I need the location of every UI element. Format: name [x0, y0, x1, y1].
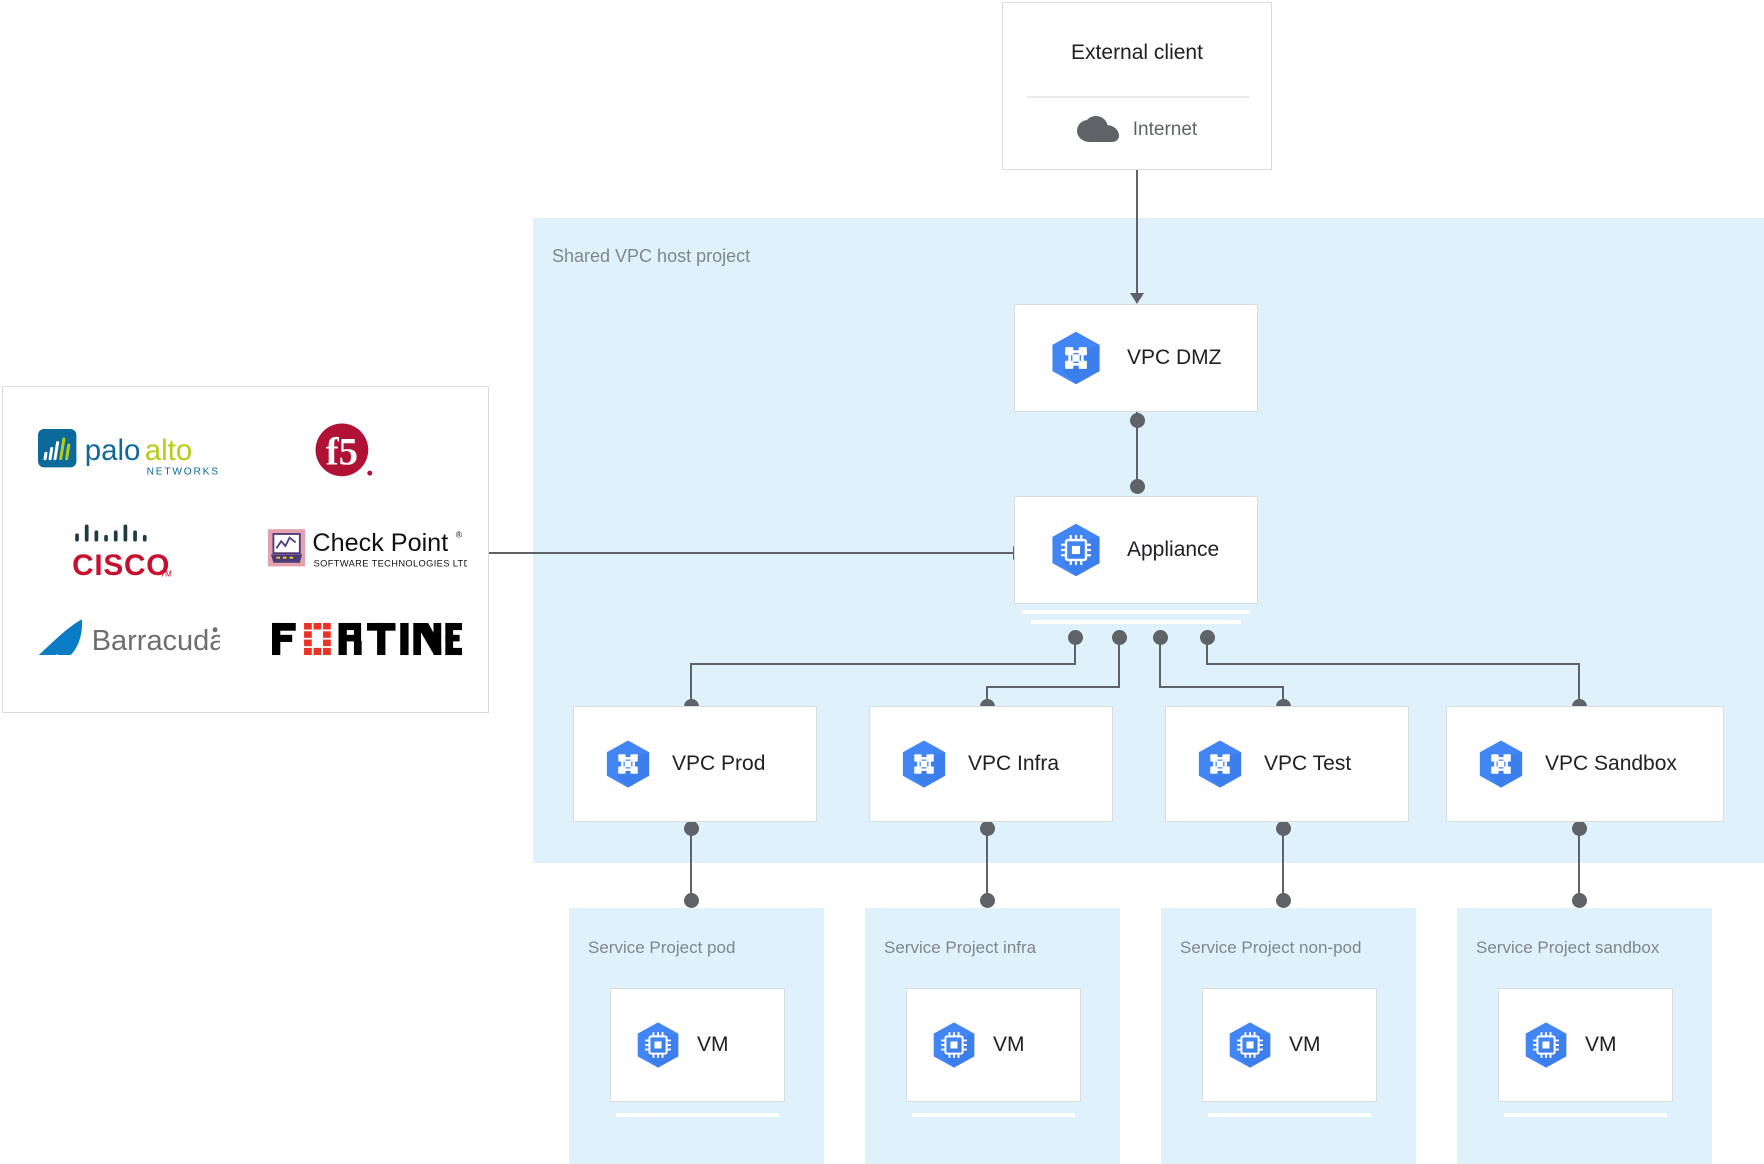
connector-dot-svc-pod-top [684, 893, 699, 908]
node-vpc-sandbox-label: VPC Sandbox [1545, 752, 1677, 775]
connector-dot-dmz-bottom [1130, 413, 1145, 428]
checkpoint-logo-svg: Check Point ® SOFTWARE TECHNOLOGIES LTD. [268, 529, 467, 568]
connector-internet-to-dmz [1136, 170, 1138, 294]
connector-branch3-to-test [1282, 686, 1284, 706]
connector-branch2-to-infra [986, 686, 988, 706]
vm-instance-icon [929, 1020, 979, 1070]
vm-sandbox-stack-line [1504, 1113, 1667, 1117]
svg-text:Check Point: Check Point [312, 529, 448, 557]
appliance-vendor-panel: palo alto NETWORKS f5 [2, 386, 489, 713]
service-project-title-pod: Service Project pod [588, 938, 736, 957]
vpc-network-icon [1194, 738, 1246, 790]
arrow-internet-to-dmz [1130, 293, 1144, 304]
connector-branch3-run [1159, 686, 1283, 688]
service-project-title-infra: Service Project infra [884, 938, 1037, 957]
vm-nonpod-stack-line [1208, 1113, 1371, 1117]
appliance-stack-line-2 [1031, 620, 1241, 624]
node-appliance[interactable]: Appliance [1014, 496, 1258, 604]
cloud-icon [1076, 116, 1119, 143]
vendor-logo-cisco: CISCO TM [15, 509, 240, 589]
node-vpc-prod-label: VPC Prod [672, 752, 766, 775]
vpc-network-icon [1047, 329, 1105, 387]
node-vpc-infra[interactable]: VPC Infra [869, 706, 1113, 822]
vm-instance-icon [1521, 1020, 1571, 1070]
node-vm-pod-label: VM [697, 1033, 729, 1056]
node-vpc-infra-label: VPC Infra [968, 752, 1060, 775]
appliance-chip-icon [1047, 521, 1105, 579]
node-vm-infra[interactable]: VM [906, 988, 1081, 1102]
connector-branch4-to-sandbox [1578, 663, 1580, 706]
node-vpc-prod[interactable]: VPC Prod [573, 706, 817, 822]
node-vpc-test-label: VPC Test [1264, 752, 1352, 775]
vm-instance-icon [633, 1020, 683, 1070]
connector-dot-svc-nonpod-top [1276, 893, 1291, 908]
svg-text:CISCO: CISCO [72, 549, 170, 581]
node-vm-pod[interactable]: VM [610, 988, 785, 1102]
svg-text:TM: TM [160, 570, 172, 579]
svg-text:f5: f5 [326, 431, 358, 474]
connector-vendors-to-appliance [489, 552, 1014, 554]
vendor-logo-barracuda: Barracuda [15, 599, 240, 679]
vm-instance-icon [1225, 1020, 1275, 1070]
shared-vpc-host-project-label: Shared VPC host project [552, 246, 751, 266]
f5-logo-svg: f5 [315, 423, 373, 477]
connector-branch2-run [986, 686, 1120, 688]
connector-branch3-drop [1159, 637, 1161, 687]
node-vpc-sandbox[interactable]: VPC Sandbox [1446, 706, 1724, 822]
vpc-network-icon [602, 738, 654, 790]
connector-dmz-to-appliance [1136, 412, 1138, 490]
node-vpc-dmz-label: VPC DMZ [1127, 346, 1222, 369]
node-vm-nonpod[interactable]: VM [1202, 988, 1377, 1102]
external-client-title: External client [1071, 41, 1203, 64]
barracuda-logo-svg: Barracuda [38, 619, 220, 657]
connector-branch4-drop [1206, 637, 1208, 664]
svg-text:palo: palo [84, 434, 140, 467]
external-client-internet-label: Internet [1132, 118, 1198, 140]
connector-branch2-drop [1118, 637, 1120, 687]
external-client-card: External client Internet [1002, 2, 1272, 170]
connector-dot-svc-sandbox-top [1572, 893, 1587, 908]
connector-infra-to-svc [986, 828, 988, 894]
connector-branch4-run [1206, 663, 1580, 665]
vendor-logo-f5: f5 [265, 413, 425, 493]
svg-text:Barracuda: Barracuda [92, 625, 220, 657]
appliance-stack-line-1 [1022, 610, 1250, 614]
node-vm-infra-label: VM [993, 1033, 1025, 1056]
connector-dot-svc-infra-top [980, 893, 995, 908]
connector-branch1-to-prod [690, 663, 692, 706]
connector-test-to-svc [1282, 828, 1284, 894]
service-project-title-sandbox: Service Project sandbox [1476, 938, 1660, 957]
node-vm-sandbox-label: VM [1585, 1033, 1617, 1056]
node-appliance-label: Appliance [1127, 538, 1220, 561]
svg-text:alto: alto [144, 434, 191, 467]
vendor-logo-paloalto: palo alto NETWORKS [15, 413, 240, 493]
node-vm-nonpod-label: VM [1289, 1033, 1321, 1056]
vpc-network-icon [898, 738, 950, 790]
connector-branch1-drop [1074, 637, 1076, 664]
vendor-logo-fortinet [253, 599, 481, 679]
cisco-logo-svg: CISCO TM [72, 524, 172, 581]
external-client-internet-row: Internet [1003, 116, 1271, 143]
connector-sandbox-to-svc [1578, 828, 1580, 894]
paloalto-logo-svg: palo alto NETWORKS [37, 429, 218, 478]
node-vpc-test[interactable]: VPC Test [1165, 706, 1409, 822]
vm-pod-stack-line [616, 1113, 779, 1117]
svg-text:SOFTWARE TECHNOLOGIES LTD.: SOFTWARE TECHNOLOGIES LTD. [314, 558, 467, 568]
connector-prod-to-svc [690, 828, 692, 894]
svg-text:®: ® [456, 530, 463, 540]
svg-text:NETWORKS: NETWORKS [146, 467, 217, 478]
fortinet-logo-svg [272, 622, 462, 656]
vm-infra-stack-line [912, 1113, 1075, 1117]
node-vpc-dmz[interactable]: VPC DMZ [1014, 304, 1258, 412]
vendor-logo-checkpoint: Check Point ® SOFTWARE TECHNOLOGIES LTD. [253, 509, 481, 589]
service-project-title-nonpod: Service Project non-pod [1180, 938, 1362, 957]
connector-dot-appliance-top [1130, 479, 1145, 494]
connector-branch1-run [690, 663, 1076, 665]
node-vm-sandbox[interactable]: VM [1498, 988, 1673, 1102]
external-client-divider [1027, 96, 1249, 98]
vpc-network-icon [1475, 738, 1527, 790]
